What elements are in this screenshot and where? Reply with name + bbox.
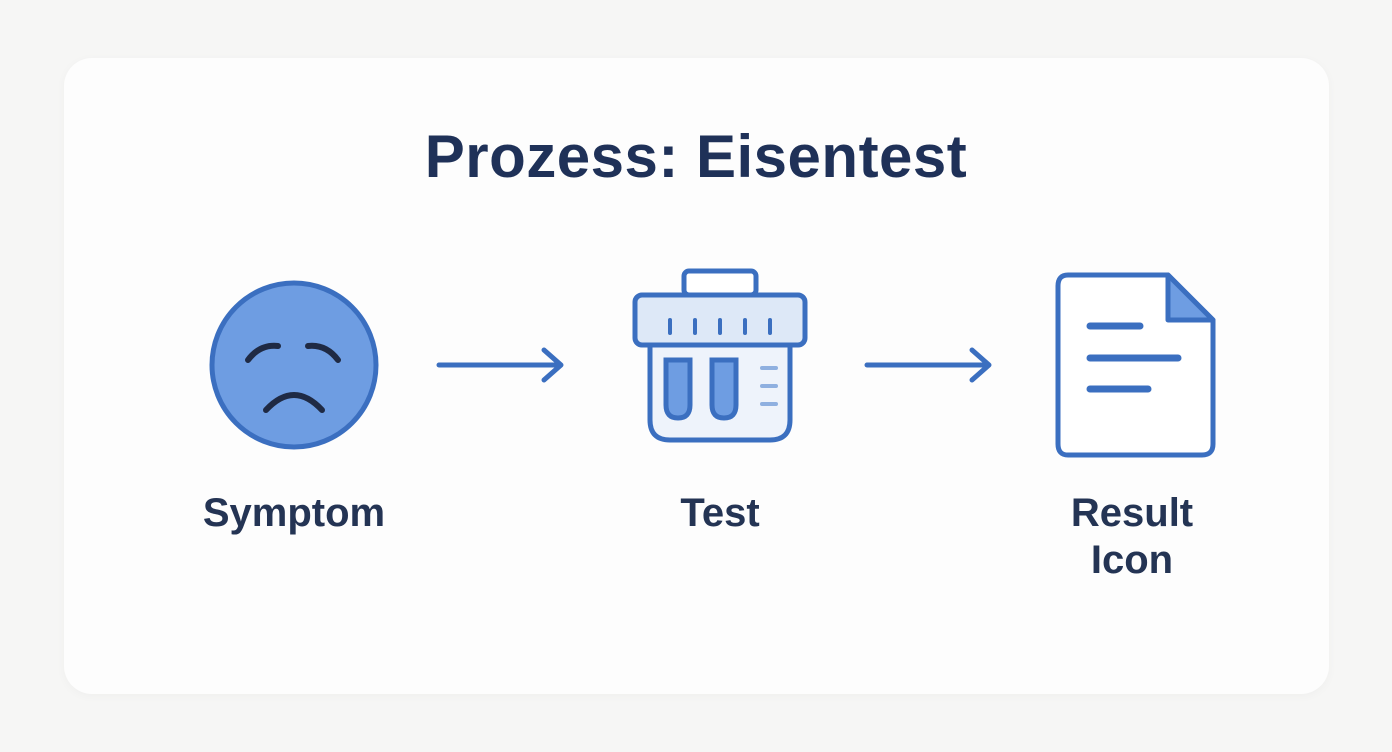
step-label-result: Result Icon [1032,490,1232,584]
diagram-title: Prozess: Eisentest [424,123,968,190]
document-icon [1055,272,1216,458]
step-label-symptom: Symptom [202,491,386,535]
arrow-right-icon [436,347,564,383]
step-label-test: Test [680,491,760,535]
test-tube-container-icon [632,268,808,443]
arrow-right-icon [864,347,992,383]
step-label-result-line2: Icon [1090,538,1174,582]
step-label-result-line1: Result [1070,491,1194,535]
sad-face-icon [209,280,379,450]
